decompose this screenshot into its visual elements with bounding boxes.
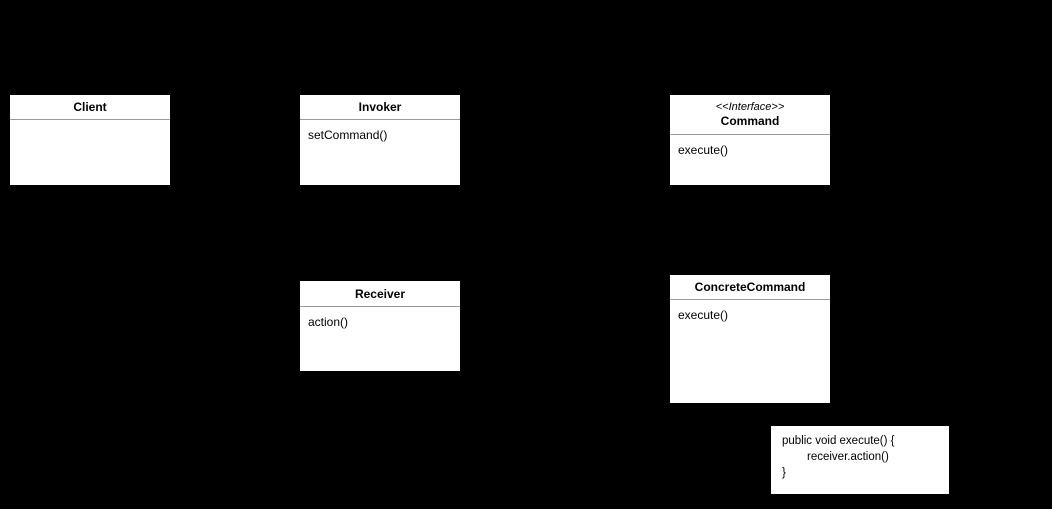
class-box-receiver: Receiver action() (300, 281, 460, 371)
class-header-concrete-command: ConcreteCommand (670, 275, 830, 300)
class-body-concrete-command: execute() (670, 300, 830, 322)
class-header-receiver: Receiver (300, 281, 460, 307)
class-body-invoker: setCommand() (300, 120, 460, 142)
class-stereotype-command: <<Interface>> (715, 101, 785, 113)
class-body-client (10, 120, 170, 128)
class-box-concrete-command: ConcreteCommand execute() (670, 275, 830, 403)
code-note-line-3: } (782, 467, 786, 479)
method-setcommand: setCommand() (308, 128, 388, 142)
class-box-client: Client (10, 95, 170, 185)
class-name-command: Command (720, 114, 780, 128)
class-body-command: execute() (670, 135, 830, 157)
method-action: action() (308, 315, 349, 329)
class-name-invoker: Invoker (358, 100, 402, 114)
class-name-receiver: Receiver (354, 286, 406, 301)
code-note-line-2: receiver.action() (807, 451, 889, 463)
class-box-command: <<Interface>> Command execute() (670, 95, 830, 185)
code-note: public void execute() { receiver.action(… (771, 426, 949, 494)
class-header-command: <<Interface>> Command (670, 95, 830, 135)
method-execute-concrete: execute() (678, 308, 729, 322)
class-header-invoker: Invoker (300, 95, 460, 120)
class-box-invoker: Invoker setCommand() (300, 95, 460, 185)
code-note-line-1: public void execute() { (782, 435, 895, 447)
class-name-client: Client (73, 100, 107, 114)
class-body-receiver: action() (300, 307, 460, 329)
class-name-concrete-command: ConcreteCommand (694, 280, 806, 294)
class-header-client: Client (10, 95, 170, 120)
method-execute-command: execute() (678, 143, 729, 157)
